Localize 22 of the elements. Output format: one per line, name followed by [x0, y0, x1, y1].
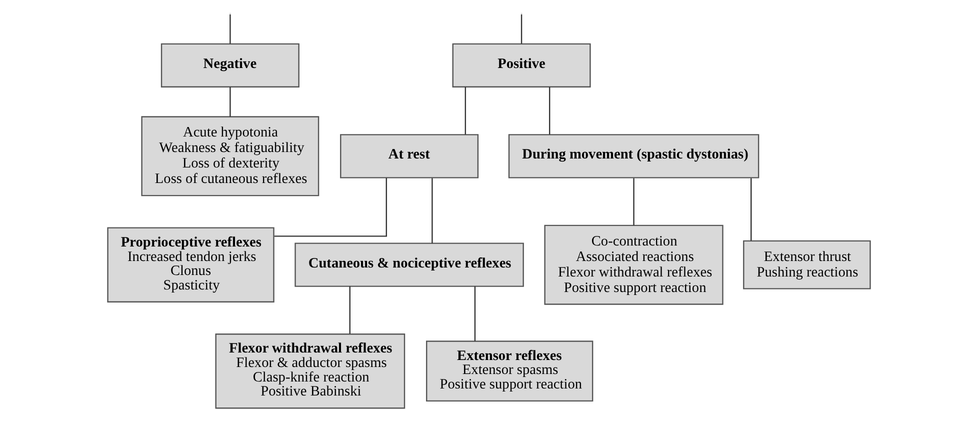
connector	[274, 178, 387, 237]
connector	[520, 14, 522, 44]
connector	[474, 286, 476, 342]
node-box: During movement (spastic dystonias)	[508, 134, 760, 178]
node-box: Positive	[452, 43, 591, 88]
connector	[230, 14, 231, 44]
connector	[549, 86, 550, 134]
node-box: Extensor thrust Pushing reactions	[743, 240, 871, 290]
connector	[432, 178, 433, 244]
connector	[464, 86, 466, 134]
connector	[349, 286, 350, 334]
node-box: Flexor withdrawal reflexes Flexor & adductor spasms Clasp-knife reaction Positive Babinski	[215, 334, 406, 409]
node-box: At rest	[340, 134, 479, 178]
node-box: Co-contraction Associated reactions Flexor withdrawal reflexes Positive support reaction	[544, 224, 724, 305]
node-box: Acute hypotonia Weakness & fatiguability Loss of dexterity Loss of cutaneous reflexes	[141, 116, 320, 196]
node-box: Cutaneous & nociceptive reflexes	[294, 242, 524, 287]
connector	[750, 178, 752, 241]
node-box: Proprioceptive reflexes Increased tendon jerks Clonus Spasticity	[107, 227, 274, 302]
node-box: Extensor reflexes Extensor spasms Positive support reaction	[426, 340, 594, 402]
connector	[633, 178, 634, 226]
connector	[230, 86, 231, 117]
node-box: Negative	[160, 43, 300, 88]
